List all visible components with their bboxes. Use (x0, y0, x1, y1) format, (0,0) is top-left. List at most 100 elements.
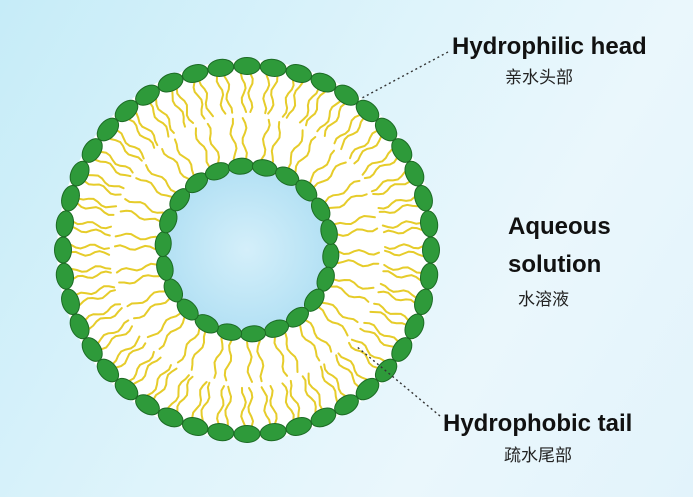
lipid-tail (260, 118, 271, 161)
lipid-tail (240, 386, 247, 427)
outer-hydrophilic-heads (54, 57, 440, 443)
lipid-tail (337, 259, 380, 268)
lipid-tail (132, 356, 162, 386)
lipid-tail (241, 117, 248, 159)
hydrophobic-tail-label: Hydrophobic tail (443, 410, 633, 437)
lipid-tail (287, 129, 304, 169)
lipid-tail (323, 102, 346, 137)
lipid-tail (114, 232, 157, 241)
lipid-tail (149, 102, 170, 138)
lipid-tail (206, 122, 221, 164)
lipid-tail (285, 81, 304, 119)
tail-leader-line (355, 345, 441, 417)
lipid-tail (349, 130, 378, 160)
aqueous-solution-label-cn: 水溶液 (518, 290, 569, 310)
inner-leaflet-tails (114, 117, 380, 383)
lipid-tail (70, 243, 110, 251)
lipid-tail (284, 332, 299, 373)
lipid-tail (126, 290, 166, 308)
lipid-tail (72, 270, 112, 280)
lipid-tail (318, 306, 349, 337)
lipid-tail (262, 74, 271, 115)
lipid-head (233, 425, 261, 443)
lipid-tail (301, 375, 317, 414)
lipid-tail (229, 117, 238, 160)
lipid-tail (75, 285, 116, 296)
lipid-tail (240, 73, 248, 113)
lipid-tail (100, 325, 133, 351)
lipid-tail (383, 263, 423, 274)
lipid-tail (222, 74, 234, 114)
lipid-tail (260, 386, 272, 426)
lipid-tail (269, 385, 278, 425)
lipid-tail (176, 327, 201, 364)
lipid-tail (289, 379, 301, 420)
lipid-tail (372, 180, 411, 196)
lipid-tail (72, 220, 112, 230)
lipid-tail (145, 164, 177, 194)
lipid-tail (281, 79, 295, 118)
lipid-tail (384, 249, 424, 258)
lipid-tail (373, 302, 410, 322)
lipid-tail (270, 121, 281, 163)
lipid-tail (334, 214, 376, 226)
lipid-tail (194, 127, 210, 168)
lipid-tail (116, 129, 145, 160)
lipid-tail (348, 341, 379, 369)
lipid-tail (359, 327, 395, 348)
lipid-tail (158, 316, 186, 350)
lipid-tail (281, 382, 295, 421)
lipid-tail (305, 91, 326, 127)
lipid-tail (167, 374, 190, 409)
lipid-tail (213, 337, 224, 379)
lipid-tail (316, 100, 342, 133)
lipid-tail (99, 150, 134, 174)
lipid-tail (155, 98, 175, 134)
lipid-tail (124, 198, 164, 214)
lipid-tail (71, 225, 111, 237)
lipid-tail (370, 171, 406, 193)
lipid-head (54, 236, 72, 264)
lipid-tail (333, 278, 375, 290)
lipid-tail (350, 338, 385, 362)
lipid-tail (224, 385, 233, 426)
lipid-tail (378, 203, 419, 214)
lipid-head (419, 210, 439, 238)
lipid-tail (70, 250, 111, 257)
lipid-tail (319, 365, 338, 403)
lipid-tail (363, 321, 399, 342)
lipid-tail (128, 350, 155, 382)
lipid-tail (83, 180, 122, 196)
lipid-tail (377, 290, 416, 304)
lipid-tail (86, 174, 125, 190)
lipid-tail (173, 138, 195, 176)
hydrophilic-head-label: Hydrophilic head (452, 33, 647, 60)
lipid-tail (323, 363, 347, 397)
lipid-tail (256, 340, 265, 383)
lipid-tail (223, 339, 233, 382)
lipid-tail (384, 243, 424, 250)
lipid-tail (369, 310, 408, 326)
lipid-tail (135, 112, 159, 147)
lipid-tail (198, 79, 214, 118)
lipid-tail (77, 197, 118, 209)
aqueous-core (167, 170, 327, 330)
lipid-tail (247, 387, 255, 427)
lipid-tail (338, 248, 380, 256)
lipid-tail (337, 352, 368, 381)
hydrophobic-tail-label-cn: 疏水尾部 (504, 446, 572, 466)
lipid-head (320, 219, 338, 245)
aqueous-label-line2: solution (508, 251, 602, 278)
lipid-tail (299, 324, 321, 362)
lipid-tail (309, 149, 335, 184)
lipid-tail (133, 298, 171, 320)
lipid-tail (128, 118, 156, 149)
lipid-tail (200, 381, 211, 422)
lipid-tail (381, 220, 422, 229)
lipid-tail (109, 138, 143, 162)
lipid-tail (327, 193, 368, 209)
lipid-tail (175, 87, 195, 124)
lipid-tail (333, 114, 361, 145)
aqueous-label-line1: Aqueous (508, 213, 611, 240)
